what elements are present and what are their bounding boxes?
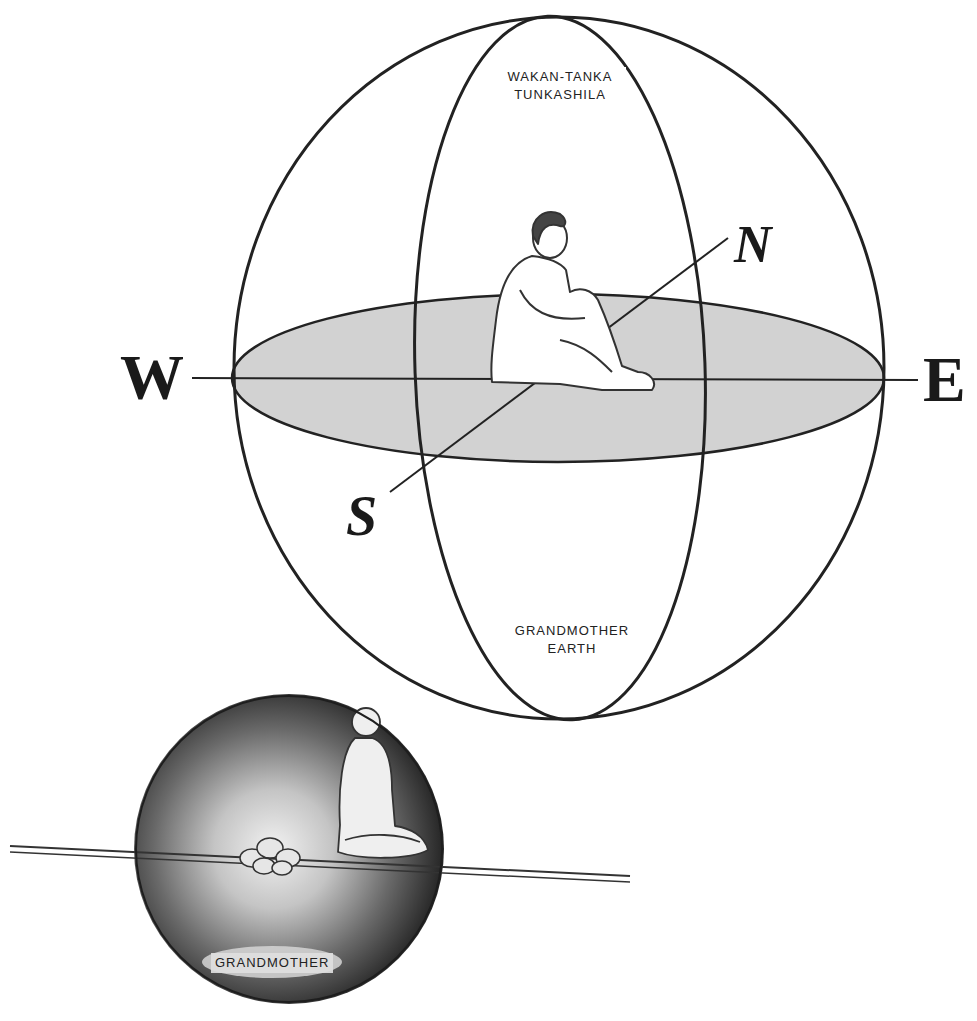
- sphere-outline: [232, 15, 886, 721]
- seated-figure: [338, 708, 428, 858]
- meridian-ellipse: [403, 11, 717, 725]
- horizon-line: [10, 852, 630, 882]
- sphere-caption: GRANDMOTHER EARTH: [506, 621, 638, 658]
- sphere-caption: GRANDMOTHER: [211, 953, 333, 973]
- seated-figure: [491, 212, 654, 390]
- south-north-axis: [390, 238, 728, 492]
- light-patch: [202, 946, 342, 978]
- sky-sphere: WAKAN-TANKA TUNKASHILA GRANDMOTHER EARTH: [232, 15, 886, 721]
- direction-west: W: [120, 341, 184, 415]
- earth-sphere: [134, 694, 444, 1004]
- horizon-line: [10, 846, 630, 876]
- direction-south: S: [346, 484, 377, 548]
- direction-north: N: [734, 215, 772, 274]
- sphere-caption: WAKAN-TANKA TUNKASHILA: [494, 67, 626, 104]
- stones: [240, 838, 300, 875]
- earth-sphere: GRANDMOTHER: [134, 694, 444, 1004]
- direction-east: E: [923, 343, 966, 417]
